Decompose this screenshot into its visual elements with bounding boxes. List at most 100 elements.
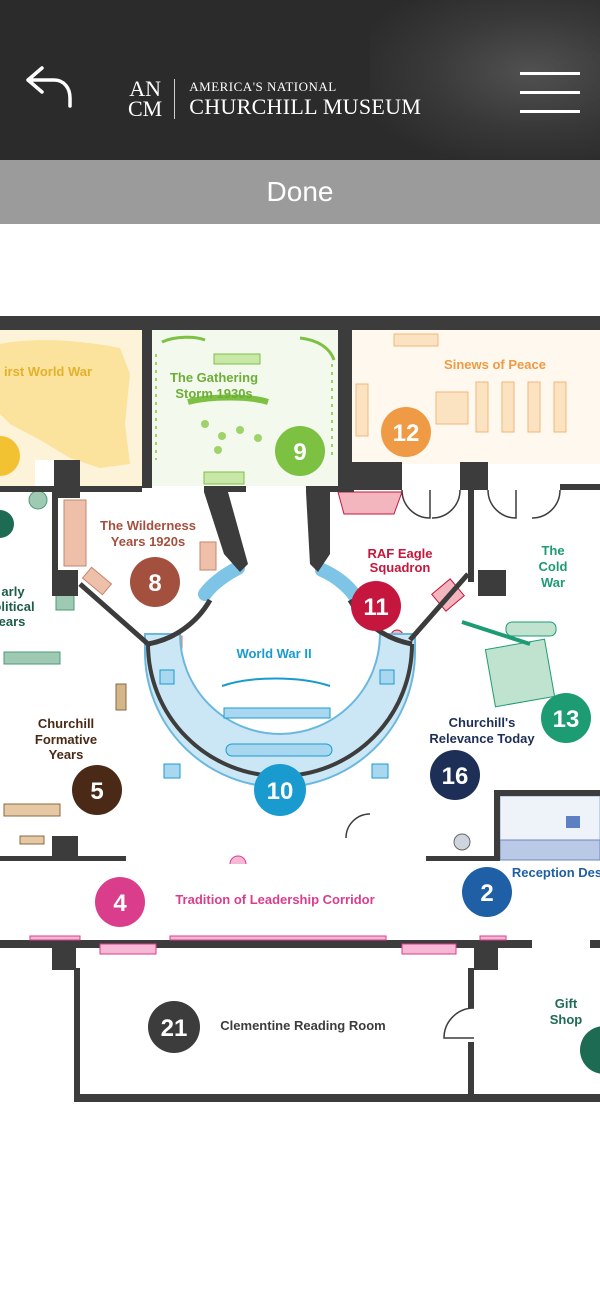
gathering-dot — [254, 434, 262, 442]
logo-line-2: CHURCHILL MUSEUM — [189, 94, 422, 119]
first-world-war-exhibits — [0, 340, 130, 468]
marker-edge-first-world-war[interactable] — [0, 436, 20, 476]
marker-edge-gift-shop[interactable] — [580, 1026, 600, 1074]
hamburger-menu-icon[interactable] — [520, 70, 582, 116]
formative-case — [115, 683, 127, 711]
cold-war-exhibit — [484, 638, 556, 708]
label-world-war-ii: World War II — [236, 646, 311, 661]
marker-13-number: 13 — [553, 706, 580, 733]
marker-8[interactable]: 8 — [130, 557, 180, 607]
marker-10-number: 10 — [267, 778, 294, 805]
gathering-bench — [187, 394, 269, 405]
corridor-displays — [29, 935, 507, 955]
cold-war-case — [505, 621, 557, 637]
marker-5-number: 5 — [90, 778, 103, 805]
wwii-entry-exhibits — [198, 561, 362, 603]
logo-monogram-top: AN — [129, 76, 162, 101]
menu-line-middle — [520, 91, 580, 94]
marker-12-number: 12 — [393, 420, 420, 447]
label-formative-1: Churchill — [38, 716, 94, 731]
logo-wordmark: AMERICA'S NATIONAL CHURCHILL MUSEUM — [189, 79, 421, 119]
sinews-case — [527, 381, 541, 433]
label-wilderness-1: The Wilderness — [100, 518, 196, 533]
museum-logo[interactable]: AN CM AMERICA'S NATIONAL CHURCHILL MUSEU… — [128, 74, 421, 124]
reception-fixture — [453, 833, 471, 851]
marker-2-number: 2 — [480, 880, 493, 907]
wwii-case — [159, 669, 175, 685]
label-wilderness-2: Years 1920s — [111, 534, 185, 549]
logo-line-1: AMERICA'S NATIONAL — [189, 79, 337, 94]
label-cold-war-1: The — [541, 543, 564, 558]
sinews-case — [435, 391, 469, 425]
wilderness-case — [63, 499, 87, 567]
label-early-political-1: arly — [1, 584, 25, 599]
marker-9-number: 9 — [293, 439, 306, 466]
marker-21-number: 21 — [161, 1015, 188, 1042]
marker-11-number: 11 — [363, 594, 388, 621]
diagonal-walls — [78, 572, 470, 646]
formative-case — [3, 803, 61, 817]
label-gift-2: Shop — [550, 1012, 583, 1027]
gathering-rail — [161, 335, 336, 361]
gathering-dot — [214, 446, 222, 454]
label-early-political-2: olitical — [0, 599, 35, 614]
label-relevance-2: Relevance Today — [429, 731, 535, 746]
marker-8-number: 8 — [148, 570, 161, 597]
building-walls — [0, 316, 600, 1102]
back-arrow-icon[interactable] — [20, 62, 76, 118]
label-first-world-war: irst World War — [4, 364, 92, 379]
marker-edge-early-political[interactable] — [0, 510, 14, 538]
done-button[interactable]: Done — [0, 160, 600, 224]
label-formative-2: Formative — [35, 732, 97, 747]
label-raf-1: RAF Eagle — [367, 546, 432, 561]
wilderness-case — [199, 541, 217, 571]
marker-12[interactable]: 12 — [381, 407, 431, 457]
logo-divider — [174, 79, 176, 119]
floor-map[interactable]: irst World War The Gathering Storm 1930s… — [0, 224, 600, 1298]
early-political-case — [3, 651, 61, 665]
early-political-case — [55, 593, 75, 611]
wedge-wall-right — [306, 492, 330, 572]
wwii-case — [223, 707, 331, 719]
marker-16-number: 16 — [442, 763, 469, 790]
floor-map-svg[interactable]: irst World War The Gathering Storm 1930s… — [0, 224, 600, 1298]
marker-5[interactable]: 5 — [72, 765, 122, 815]
wwii-case — [163, 763, 181, 779]
reception-desk — [499, 839, 600, 861]
wedge-wall-left — [204, 492, 248, 572]
label-gathering-storm-2: Storm 1930s — [175, 386, 252, 401]
gathering-dot — [236, 426, 244, 434]
wilderness-case — [81, 566, 113, 596]
formative-case — [19, 835, 45, 845]
label-sinews-of-peace: Sinews of Peace — [444, 357, 546, 372]
marker-9[interactable]: 9 — [275, 426, 325, 476]
wwii-bench — [221, 677, 331, 687]
wwii-case — [371, 763, 389, 779]
marker-10[interactable]: 10 — [254, 764, 306, 816]
label-relevance-1: Churchill's — [449, 715, 516, 730]
sinews-case — [475, 381, 489, 433]
sinews-case — [553, 381, 567, 433]
label-gathering-storm-1: The Gathering — [170, 370, 258, 385]
marker-2[interactable]: 2 — [462, 867, 512, 917]
label-gift-1: Gift — [555, 996, 578, 1011]
gathering-dot — [201, 420, 209, 428]
early-political-case — [28, 490, 48, 510]
app-header: AN CM AMERICA'S NATIONAL CHURCHILL MUSEU… — [0, 0, 600, 160]
sinews-case — [501, 381, 515, 433]
reception-chair — [566, 816, 580, 828]
sinews-case — [355, 383, 369, 437]
marker-4[interactable]: 4 — [95, 877, 145, 927]
marker-11[interactable]: 11 — [351, 581, 401, 631]
label-cold-war-3: War — [541, 575, 565, 590]
label-early-political-3: ears — [0, 614, 25, 629]
marker-13[interactable]: 13 — [541, 693, 591, 743]
cold-war-rail — [461, 620, 531, 646]
menu-line-top — [520, 72, 580, 75]
corridor-display — [229, 855, 247, 865]
raf-display — [337, 491, 403, 515]
gathering-rail — [155, 354, 333, 460]
marker-16[interactable]: 16 — [430, 750, 480, 800]
marker-21[interactable]: 21 — [148, 1001, 200, 1053]
logo-monogram: AN CM — [128, 76, 162, 120]
